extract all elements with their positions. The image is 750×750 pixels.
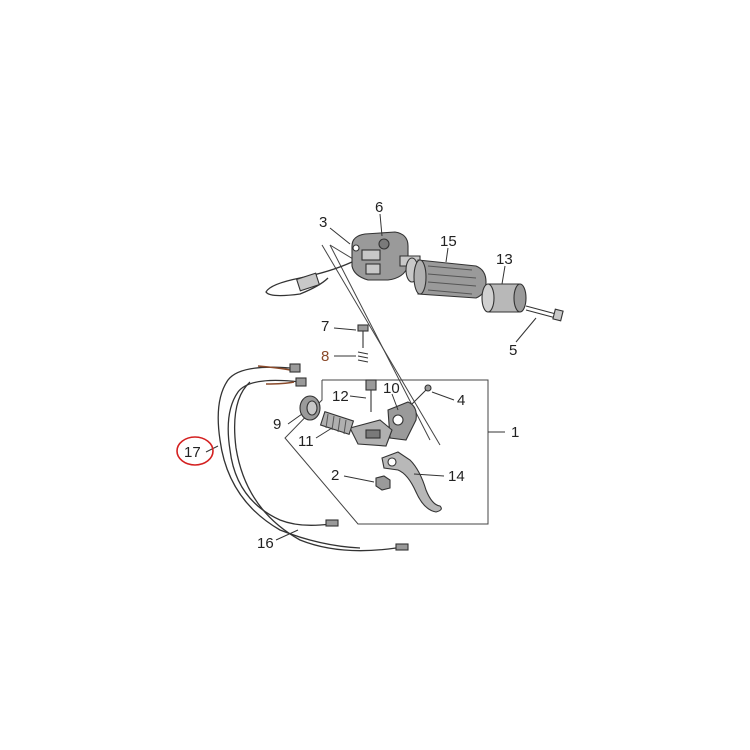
lever-bracket [349,401,417,447]
spring-8 [357,351,369,363]
pin-12 [365,379,377,412]
bar-end-weight [481,283,527,313]
callout-11: 11 [298,433,314,450]
nut-2 [375,475,391,491]
leader-lines [205,213,537,541]
callout-6: 6 [375,199,383,216]
callout-3: 3 [319,214,327,231]
callout-16: 16 [257,535,274,552]
callout-13: 13 [496,251,513,268]
callout-9: 9 [273,416,281,433]
callout-12: 12 [332,388,349,405]
highlight-circle [176,436,214,466]
throttle-grip [405,257,487,299]
assembly-frame [284,244,489,525]
callout-7: 7 [321,318,329,335]
throttle-cables [217,363,409,552]
callout-1: 1 [511,424,519,441]
callout-5: 5 [509,342,517,359]
callout-14: 14 [448,468,465,485]
brake-lever [381,451,442,513]
bar-end-bolt [525,305,564,322]
cable-adjuster [319,411,355,435]
callout-15: 15 [440,233,457,250]
switch-wiring [265,261,353,297]
screw-7 [357,324,369,348]
callout-2: 2 [331,467,339,484]
nut-9 [299,395,321,421]
callout-10: 10 [383,380,400,397]
callout-8: 8 [321,348,329,365]
callout-4: 4 [457,392,465,409]
callout-labels: 1 2 3 4 5 6 7 8 9 10 11 12 13 14 15 16 1… [184,199,519,552]
callout-17: 17 [184,444,201,461]
